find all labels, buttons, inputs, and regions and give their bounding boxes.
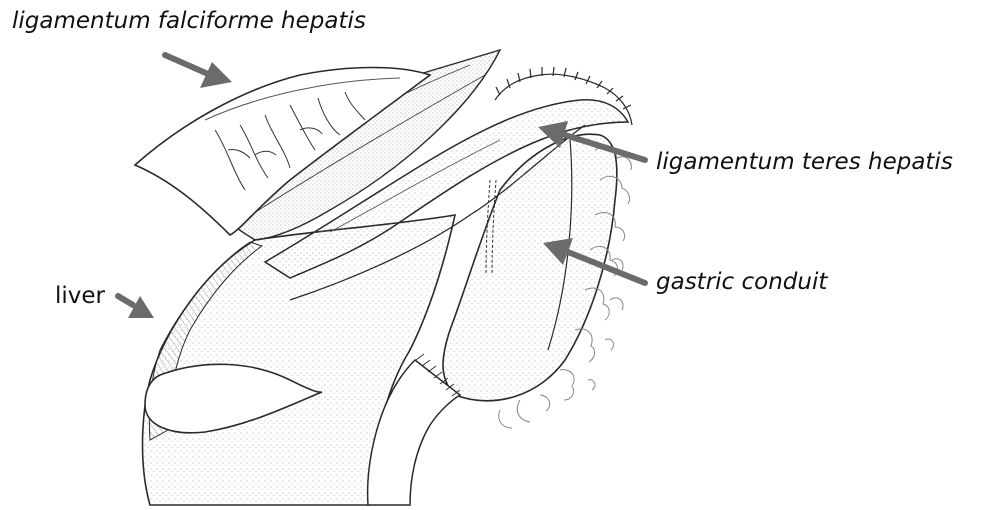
arrow-falciform [165,55,232,88]
label-ligamentum-teres-hepatis: ligamentum teres hepatis [656,151,953,174]
label-liver: liver [55,285,105,308]
label-ligamentum-falciforme-hepatis: ligamentum falciforme hepatis [12,10,366,33]
arrow-liver [118,296,154,318]
label-gastric-conduit: gastric conduit [656,271,827,294]
